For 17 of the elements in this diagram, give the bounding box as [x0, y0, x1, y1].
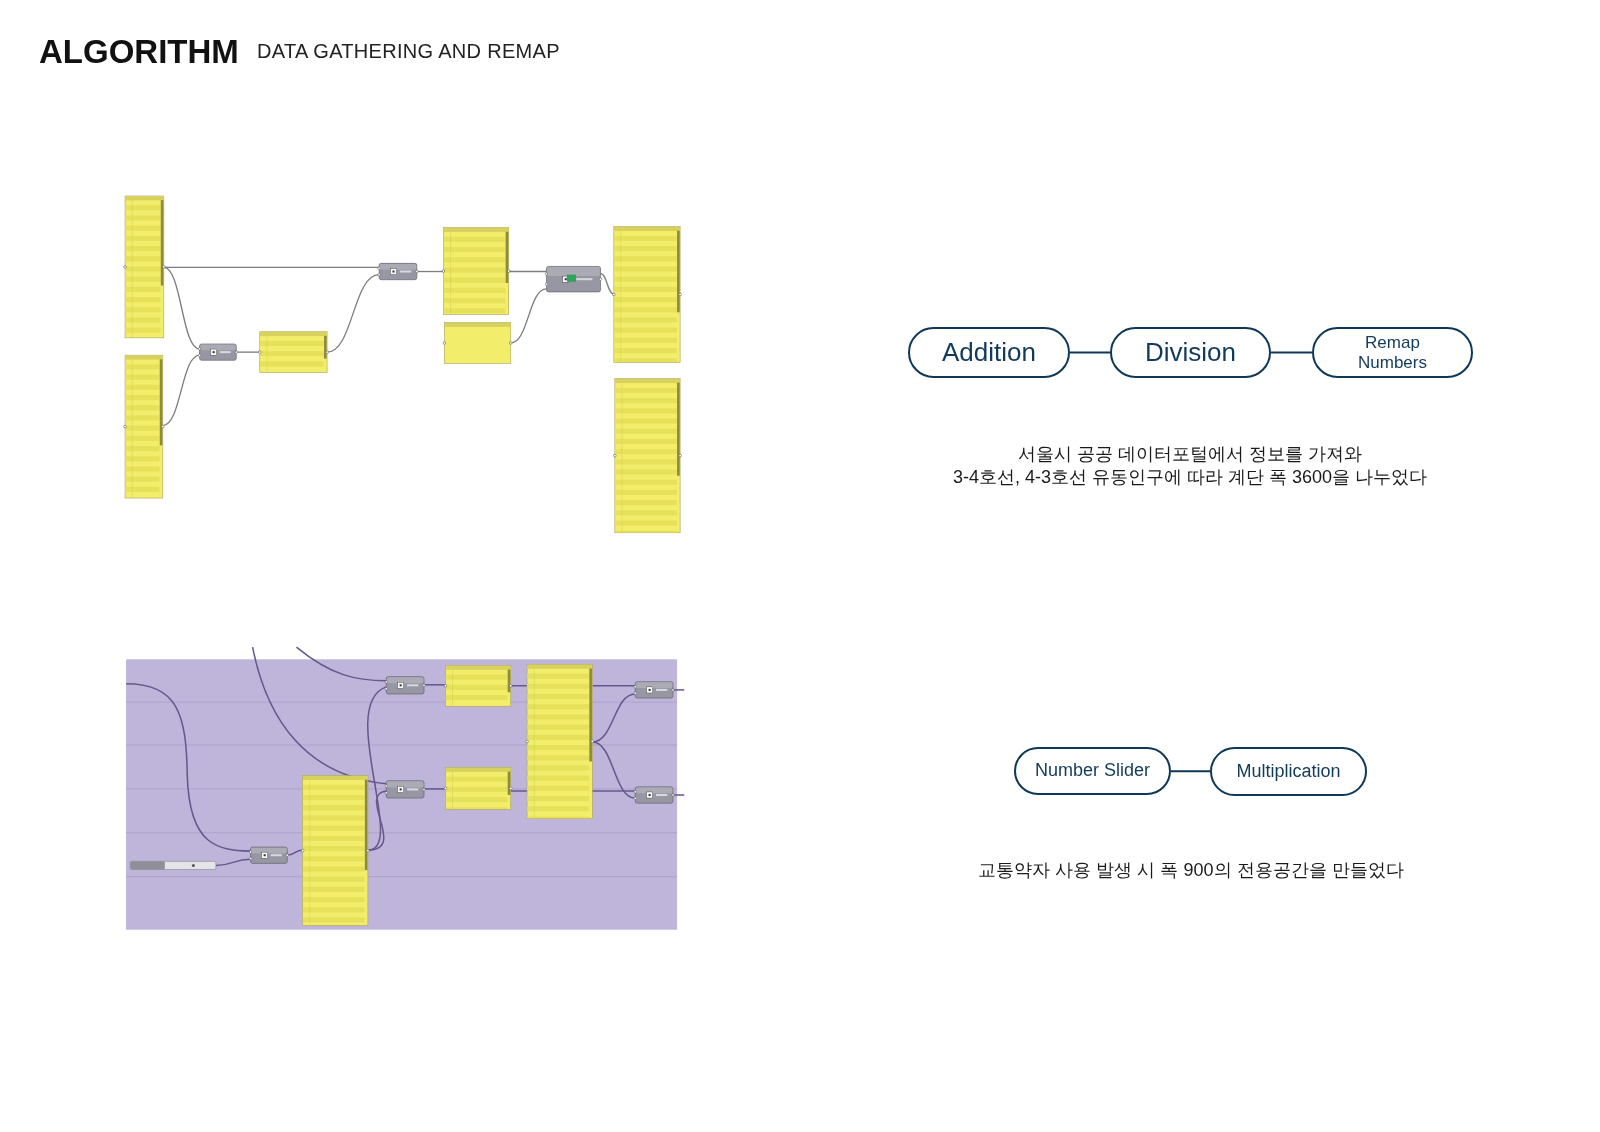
description-text: 교통약자 사용 발생 시 폭 900의 전용공간을 만들었다 — [977, 859, 1405, 882]
connector-line — [1270, 351, 1313, 354]
connector-line — [1170, 770, 1211, 773]
step-name: Number Slider — [1034, 760, 1150, 782]
process-step — [1014, 747, 1171, 795]
process-step — [1312, 327, 1473, 378]
connector-line — [1069, 351, 1111, 354]
process-step — [1210, 747, 1367, 796]
process-step — [908, 327, 1070, 378]
step-name: Addition — [942, 336, 1036, 369]
step-name: Multiplication — [1236, 760, 1341, 783]
description-text: 서울시 공공 데이터포털에서 정보를 가져와 3-4호선, 4-3호선 유동인구에 따라 계단 폭 3600을 나누었다 — [951, 443, 1429, 489]
step-name: Remap Numbers — [1357, 332, 1428, 373]
page-title: ALGORITHM — [39, 33, 239, 71]
page-subtitle: DATA GATHERING AND REMAP — [257, 40, 560, 63]
step-name: Division — [1145, 336, 1236, 369]
process-step — [1110, 327, 1271, 378]
